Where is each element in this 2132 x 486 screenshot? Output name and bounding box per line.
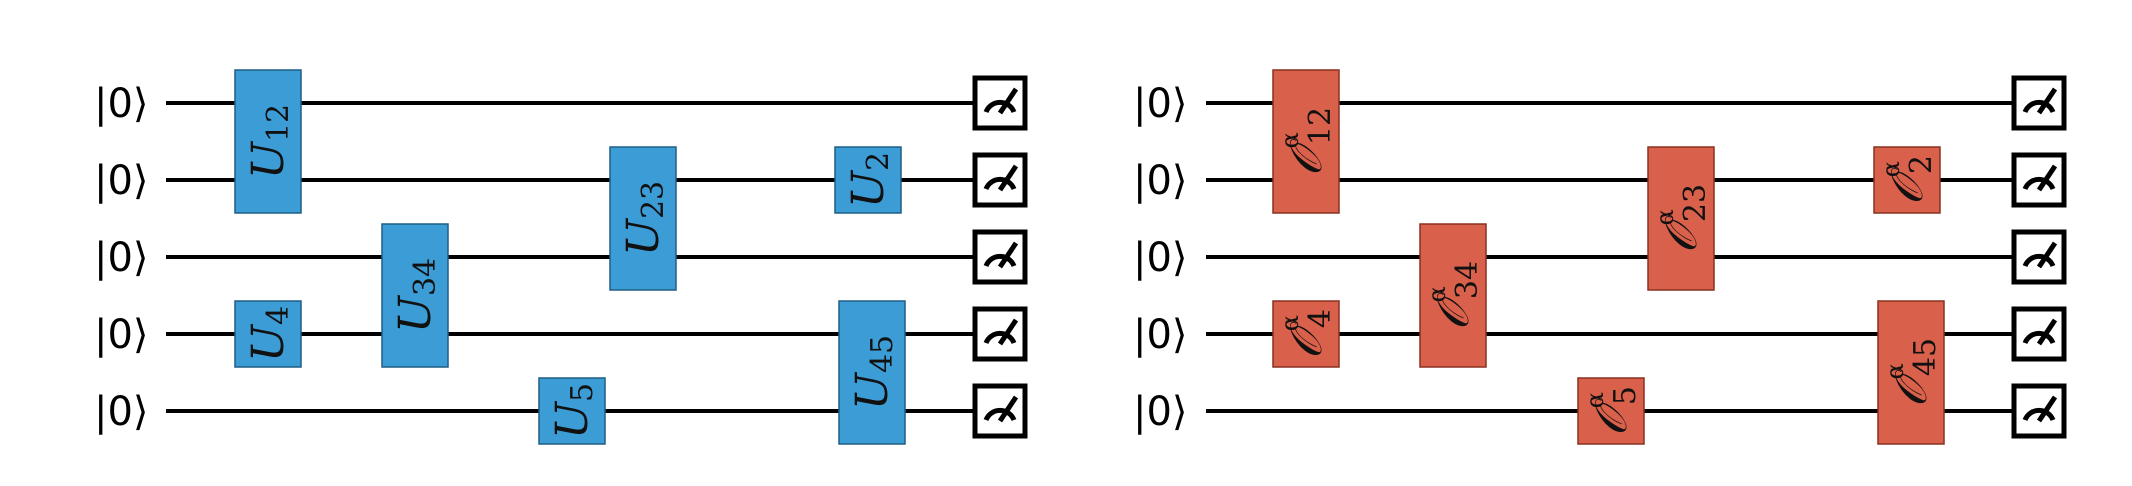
qubit-label: |0⟩ bbox=[1133, 312, 1188, 358]
measurement-meter-icon bbox=[972, 75, 1028, 131]
gate-box bbox=[234, 69, 302, 214]
gate-label-sub: 4 bbox=[1303, 309, 1338, 328]
gate-label-base: U bbox=[618, 217, 669, 256]
gate-u34: U34 bbox=[381, 223, 449, 368]
qubit-label: |0⟩ bbox=[1133, 235, 1188, 281]
gate-label-base: U bbox=[843, 169, 894, 208]
gate-label: U34 bbox=[390, 258, 443, 333]
measurement-meter-icon bbox=[972, 229, 1028, 285]
gate-o45: 𝒪α45 bbox=[1877, 300, 1945, 445]
gate-o34: 𝒪α34 bbox=[1419, 223, 1487, 368]
gate-label-sub: 12 bbox=[261, 104, 296, 142]
gate-u2: U2 bbox=[834, 146, 902, 214]
gate-o5: 𝒪α5 bbox=[1577, 377, 1645, 445]
gate-label-sup: α bbox=[1651, 209, 1679, 225]
gate-u45: U45 bbox=[838, 300, 906, 445]
gate-label-base: U bbox=[390, 294, 441, 333]
qubit-label: |0⟩ bbox=[94, 158, 149, 204]
gate-box bbox=[834, 146, 902, 214]
gate-o12: 𝒪α12 bbox=[1272, 69, 1340, 214]
gate-label-base: U bbox=[243, 140, 294, 179]
gate-label-sup: α bbox=[1276, 315, 1304, 331]
gate-label-sub: 5 bbox=[1608, 386, 1643, 405]
gate-label-base: U bbox=[547, 400, 598, 439]
gate-box bbox=[838, 300, 906, 445]
gate-label-sub: 4 bbox=[261, 306, 296, 325]
gate-u5: U5 bbox=[538, 377, 606, 445]
gate-label: 𝒪α12 bbox=[1276, 107, 1338, 176]
qubit-label: |0⟩ bbox=[1133, 81, 1188, 127]
gate-label: U12 bbox=[243, 104, 296, 179]
gate-label: U23 bbox=[618, 181, 671, 256]
gate-label-sub: 45 bbox=[1908, 338, 1943, 376]
gate-box bbox=[538, 377, 606, 445]
measurement-meter-icon bbox=[2011, 152, 2067, 208]
gate-label: 𝒪α2 bbox=[1877, 155, 1939, 205]
gate-label-base: U bbox=[847, 371, 898, 410]
qubit-label: |0⟩ bbox=[94, 389, 149, 435]
gate-u4: U4 bbox=[234, 300, 302, 368]
gate-label-sup: α bbox=[1877, 161, 1905, 177]
gate-box bbox=[1873, 146, 1941, 214]
gate-label: 𝒪α5 bbox=[1581, 386, 1643, 436]
gate-u23: U23 bbox=[609, 146, 677, 291]
gate-label: U2 bbox=[843, 152, 896, 208]
gate-label-sup: α bbox=[1276, 132, 1304, 148]
gate-label: 𝒪α45 bbox=[1881, 338, 1943, 407]
gate-label-sub: 2 bbox=[861, 152, 896, 171]
gate-label-sub: 34 bbox=[408, 258, 443, 296]
gate-box bbox=[1419, 223, 1487, 368]
gate-label: U4 bbox=[243, 306, 296, 362]
qubit-label: |0⟩ bbox=[1133, 158, 1188, 204]
gate-label: 𝒪α4 bbox=[1276, 309, 1338, 359]
gate-label-sub: 45 bbox=[865, 335, 900, 373]
gate-label-sup: α bbox=[1881, 363, 1909, 379]
gate-label-sub: 23 bbox=[636, 181, 671, 219]
gate-o23: 𝒪α23 bbox=[1647, 146, 1715, 291]
measurement-meter-icon bbox=[972, 306, 1028, 362]
measurement-meter-icon bbox=[2011, 229, 2067, 285]
gate-label-sub: 12 bbox=[1303, 107, 1338, 145]
gate-box bbox=[381, 223, 449, 368]
qubit-label: |0⟩ bbox=[94, 312, 149, 358]
gate-label: 𝒪α23 bbox=[1651, 184, 1713, 253]
gate-label-sub: 5 bbox=[565, 383, 600, 402]
gate-label-sup: α bbox=[1423, 286, 1451, 302]
gate-box bbox=[234, 300, 302, 368]
gate-box bbox=[1272, 69, 1340, 214]
qubit-label: |0⟩ bbox=[1133, 389, 1188, 435]
gate-label-base: U bbox=[243, 323, 294, 362]
gate-label: 𝒪α34 bbox=[1423, 261, 1485, 330]
measurement-meter-icon bbox=[2011, 75, 2067, 131]
gate-box bbox=[609, 146, 677, 291]
measurement-meter-icon bbox=[972, 383, 1028, 439]
gate-label-sub: 2 bbox=[1904, 155, 1939, 174]
gate-box bbox=[1877, 300, 1945, 445]
measurement-meter-icon bbox=[972, 152, 1028, 208]
gate-o4: 𝒪α4 bbox=[1272, 300, 1340, 368]
gate-label: U45 bbox=[847, 335, 900, 410]
gate-label-sub: 34 bbox=[1450, 261, 1485, 299]
gate-label-sup: α bbox=[1581, 392, 1609, 408]
gate-u12: U12 bbox=[234, 69, 302, 214]
gate-box bbox=[1577, 377, 1645, 445]
gate-box bbox=[1647, 146, 1715, 291]
gate-label: U5 bbox=[547, 383, 600, 439]
gate-o2: 𝒪α2 bbox=[1873, 146, 1941, 214]
measurement-meter-icon bbox=[2011, 306, 2067, 362]
measurement-meter-icon bbox=[2011, 383, 2067, 439]
qubit-label: |0⟩ bbox=[94, 235, 149, 281]
gate-label-sub: 23 bbox=[1678, 184, 1713, 222]
gate-box bbox=[1272, 300, 1340, 368]
qubit-label: |0⟩ bbox=[94, 81, 149, 127]
